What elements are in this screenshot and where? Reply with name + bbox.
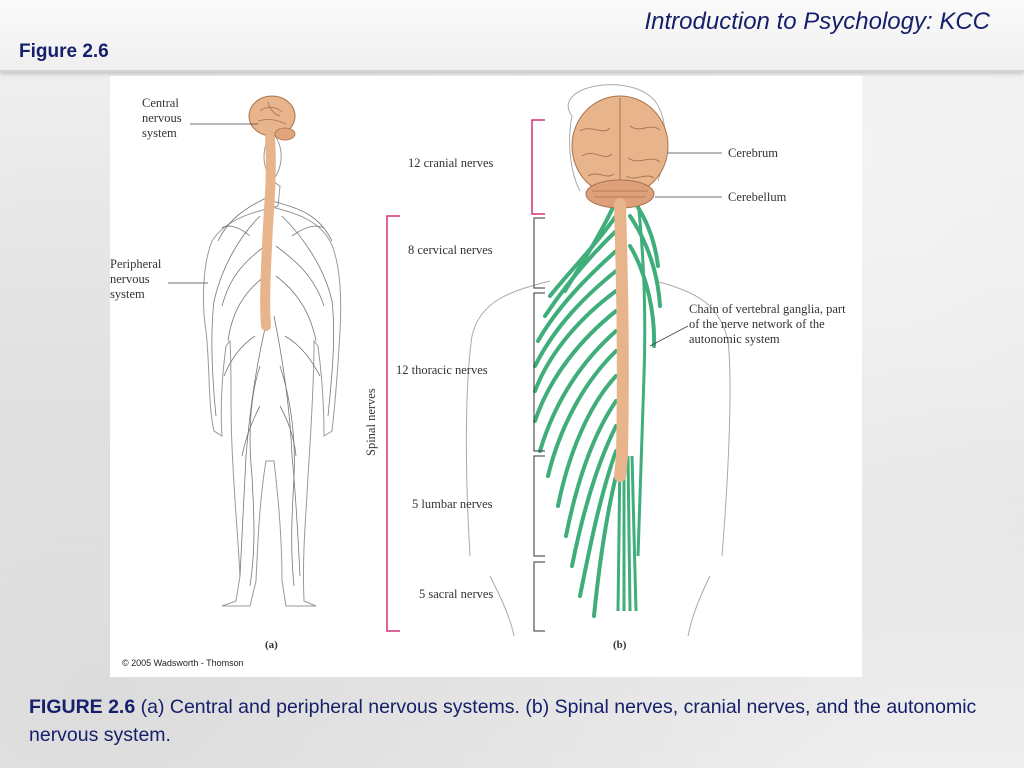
autonomic-nerve-network: [533, 194, 662, 618]
cns-label-line2: nervous: [142, 111, 182, 125]
peripheral-nerves: [211, 195, 335, 587]
label-cervical-nerves: 8 cervical nerves: [408, 243, 493, 257]
cns-brain-spinal-cord: [248, 95, 296, 331]
cranial-bracket: [531, 119, 545, 215]
label-ganglia-line1: Chain of vertebral ganglia, part: [689, 302, 846, 316]
cns-label-line1: Central: [142, 96, 179, 110]
panel-b-letter: (b): [613, 639, 627, 651]
pns-label-line3: system: [110, 287, 145, 301]
panel-a-letter: (a): [265, 639, 278, 651]
pns-label-line1: Peripheral: [110, 257, 162, 271]
label-sacral-nerves: 5 sacral nerves: [419, 587, 493, 601]
label-cranial-nerves: 12 cranial nerves: [408, 156, 494, 170]
figure-image: Central nervous system Peripheral nervou…: [110, 76, 862, 677]
label-ganglia-line3: autonomic system: [689, 332, 780, 346]
header-band: Introduction to Psychology: KCC Figure 2…: [0, 0, 1024, 72]
cerebrum-shape: [571, 95, 669, 197]
spinal-cord: [614, 198, 629, 482]
label-lumbar-nerves: 5 lumbar nerves: [412, 497, 493, 511]
course-title: Introduction to Psychology: KCC: [644, 8, 990, 35]
label-cerebellum: Cerebellum: [728, 190, 787, 204]
body-outline: [203, 135, 342, 607]
cerebellum-shape: [585, 179, 655, 209]
segment-brackets: [533, 217, 545, 632]
cns-label-line3: system: [142, 126, 177, 140]
copyright-notice: © 2005 Wadsworth - Thomson: [122, 658, 244, 668]
label-spinal-nerves: Spinal nerves: [364, 388, 378, 456]
label-ganglia-line2: of the nerve network of the: [689, 317, 825, 331]
caption-text: (a) Central and peripheral nervous syste…: [29, 696, 977, 746]
ganglia-chain: [636, 200, 647, 557]
spinal-bracket: [386, 215, 400, 632]
pns-label-line2: nervous: [110, 272, 150, 286]
nervous-system-illustration: Central nervous system Peripheral nervou…: [110, 84, 846, 651]
label-cerebrum: Cerebrum: [728, 146, 778, 160]
caption-bold-lead: FIGURE 2.6: [29, 696, 136, 718]
figure-caption: FIGURE 2.6 (a) Central and peripheral ne…: [29, 693, 999, 749]
figure-label: Figure 2.6: [19, 41, 109, 62]
label-thoracic-nerves: 12 thoracic nerves: [396, 363, 488, 377]
cauda-equina: [616, 455, 638, 612]
